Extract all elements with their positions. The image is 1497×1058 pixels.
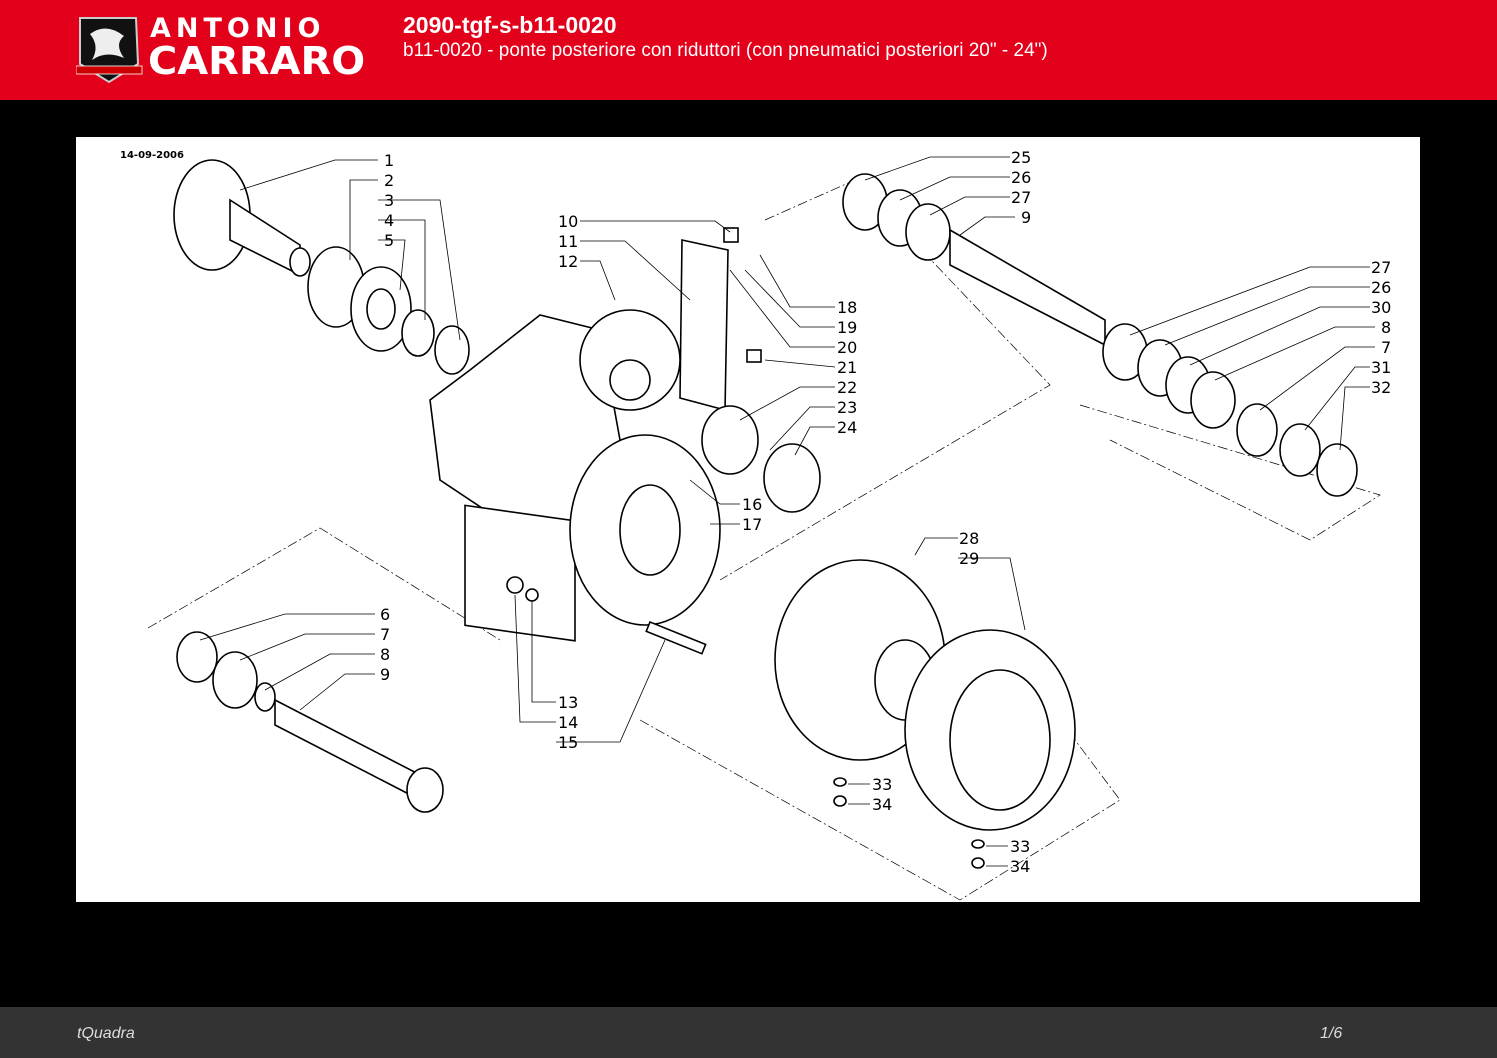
planetary-shaft-part bbox=[842, 173, 1358, 497]
document-title: 2090-tgf-s-b11-0020 bbox=[403, 12, 617, 38]
callout-label: 23 bbox=[837, 398, 857, 417]
callout-label: 33 bbox=[872, 775, 892, 794]
diagram-date: 14-09-2006 bbox=[120, 150, 184, 161]
exploded-parts-diagram: 14-09-2006 bbox=[76, 137, 1420, 902]
footer-bar: tQuadra 1/6 bbox=[0, 1007, 1497, 1058]
callout-label: 28 bbox=[959, 529, 979, 548]
callout-label: 9 bbox=[380, 665, 390, 684]
callout-label: 24 bbox=[837, 418, 857, 437]
callout-label: 29 bbox=[959, 549, 979, 568]
callout-label: 22 bbox=[837, 378, 857, 397]
callout-label: 32 bbox=[1371, 378, 1391, 397]
callout-label: 18 bbox=[837, 298, 857, 317]
callout-label: 13 bbox=[558, 693, 578, 712]
callout-label: 31 bbox=[1371, 358, 1391, 377]
footer-brand: tQuadra bbox=[77, 1025, 135, 1042]
callout-label: 17 bbox=[742, 515, 762, 534]
callout-label: 19 bbox=[837, 318, 857, 337]
diagram-drawing: 14-09-2006 bbox=[120, 148, 1391, 901]
callout-label: 16 bbox=[742, 495, 762, 514]
header-bar: ANTONIO CARRARO 2090-tgf-s-b11-0020 b11-… bbox=[0, 0, 1497, 100]
callout-label: 26 bbox=[1371, 278, 1391, 297]
callout-label: 8 bbox=[380, 645, 390, 664]
axle-housing-part bbox=[429, 227, 821, 655]
callout-label: 21 bbox=[837, 358, 857, 377]
brand-name-line2: CARRARO bbox=[148, 39, 366, 83]
callout-label: 26 bbox=[1011, 168, 1031, 187]
callout-label: 6 bbox=[380, 605, 390, 624]
document-subtitle: b11-0020 - ponte posteriore con riduttor… bbox=[403, 40, 1048, 61]
flange-shaft-part bbox=[173, 159, 470, 375]
callout-label: 14 bbox=[558, 713, 578, 732]
callout-label: 8 bbox=[1381, 318, 1391, 337]
callout-label: 3 bbox=[384, 191, 394, 210]
callout-label: 33 bbox=[1010, 837, 1030, 856]
callout-labels: 1 2 3 4 5 10 11 12 18 19 20 21 22 23 24 … bbox=[380, 148, 1391, 876]
callout-label: 9 bbox=[1021, 208, 1031, 227]
reduction-housing-part bbox=[774, 559, 1076, 869]
callout-label: 30 bbox=[1371, 298, 1391, 317]
callout-label: 7 bbox=[1381, 338, 1391, 357]
callout-label: 27 bbox=[1011, 188, 1031, 207]
callout-label: 15 bbox=[558, 733, 578, 752]
callout-label: 1 bbox=[384, 151, 394, 170]
callout-label: 11 bbox=[558, 232, 578, 251]
callout-label: 4 bbox=[384, 211, 394, 230]
callout-label: 34 bbox=[872, 795, 892, 814]
callout-label: 20 bbox=[837, 338, 857, 357]
callout-label: 5 bbox=[384, 231, 394, 250]
pinion-shaft-part bbox=[176, 631, 444, 813]
callout-label: 34 bbox=[1010, 857, 1030, 876]
page-number: 1/6 bbox=[1320, 1025, 1343, 1042]
callout-label: 7 bbox=[380, 625, 390, 644]
callout-label: 12 bbox=[558, 252, 578, 271]
callout-label: 25 bbox=[1011, 148, 1031, 167]
callout-label: 27 bbox=[1371, 258, 1391, 277]
brand-name-line1: ANTONIO bbox=[150, 13, 326, 44]
callout-label: 10 bbox=[558, 212, 578, 231]
antonio-carraro-logo bbox=[76, 17, 143, 84]
callout-label: 2 bbox=[384, 171, 394, 190]
leader-lines bbox=[199, 156, 1375, 867]
